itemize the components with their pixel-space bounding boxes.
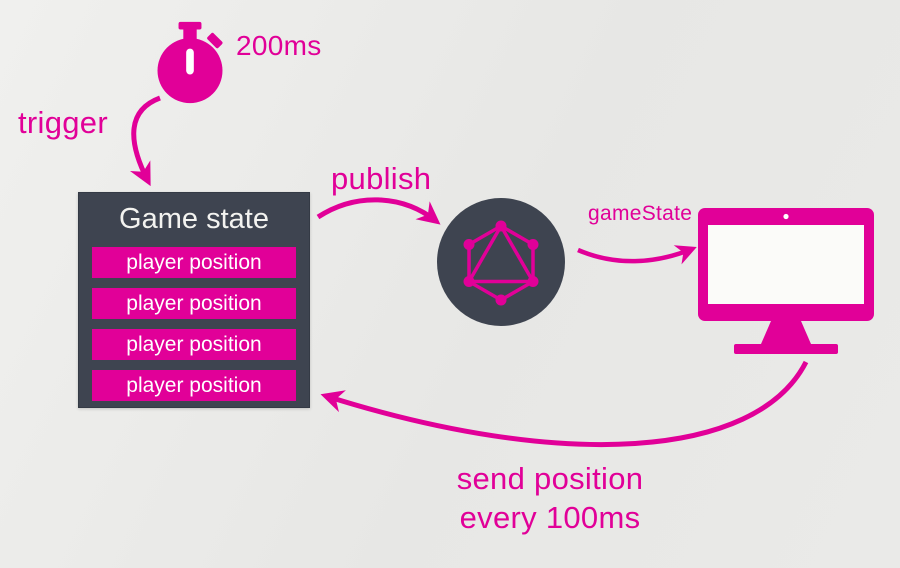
game-state-rows: player position player position player p… <box>92 247 296 401</box>
gamestate-arrow <box>577 245 697 265</box>
trigger-label: trigger <box>18 105 108 140</box>
trigger-arrow <box>129 95 161 187</box>
player-position-row: player position <box>92 247 296 278</box>
game-state-title: Game state <box>119 202 269 235</box>
send-position-label: send position every 100ms <box>420 460 680 538</box>
publish-arrow <box>316 197 441 225</box>
game-state-box: Game state player position player positi… <box>78 192 310 408</box>
gamestate-event-label: gameState <box>588 202 693 225</box>
player-position-row: player position <box>92 288 296 319</box>
publish-label: publish <box>331 161 432 196</box>
graphql-logo-icon <box>437 198 565 326</box>
monitor-icon <box>698 208 874 354</box>
timer-interval-label: 200ms <box>236 30 322 61</box>
player-position-row: player position <box>92 370 296 401</box>
send-position-arrow <box>320 360 809 447</box>
send-position-line2: every 100ms <box>459 499 641 535</box>
player-position-row: player position <box>92 329 296 360</box>
stopwatch-icon <box>157 21 223 104</box>
send-position-line1: send position <box>456 461 644 496</box>
